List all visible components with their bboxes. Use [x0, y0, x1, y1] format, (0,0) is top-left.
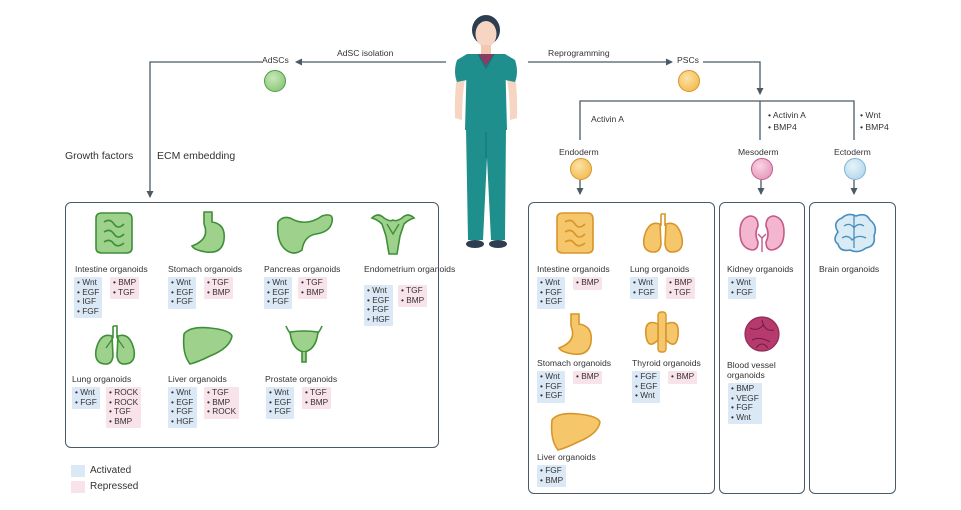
liver-icon: [550, 412, 601, 451]
organoid-name: Lung organoids: [72, 374, 132, 384]
activated-factors: • Wnt • FGF • EGF: [537, 277, 566, 309]
pscs-down-arrow: [703, 61, 764, 95]
organoid-name: Brain organoids: [819, 264, 880, 274]
repressed-factors: • BMP • TGF: [110, 277, 140, 300]
scientist-figure: [454, 15, 518, 248]
prostate-icon: [285, 325, 323, 363]
repressed-factors: • BMP • TGF: [666, 277, 696, 300]
reprogramming-label: Reprogramming: [548, 48, 610, 58]
activated-factors: • FGF • EGF • Wnt: [632, 371, 661, 403]
pscs-label: PSCs: [677, 55, 699, 65]
kidney-icon: [739, 215, 785, 252]
thyroid-icon: [644, 311, 680, 353]
brain-icon: [834, 213, 877, 253]
organoid-name: Liver organoids: [168, 374, 227, 384]
activated-factors: • Wnt • EGF • FGF: [168, 277, 197, 309]
uterus-icon: [370, 214, 416, 255]
activated-factors: • Wnt • EGF • FGF • HGF: [364, 285, 393, 327]
repressed-factors: • ROCK • ROCK • TGF • BMP: [106, 387, 142, 429]
growth-factors-label: Growth factors: [65, 150, 134, 162]
activated-factors: • Wnt • FGF • EGF: [537, 371, 566, 403]
activated-factors: • Wnt • FGF: [72, 387, 100, 410]
pscs-cell-icon: [678, 70, 700, 92]
ectoderm-factor-2: • BMP4: [860, 122, 889, 132]
organoid-name: Blood vessel: [727, 360, 776, 370]
repressed-factors: • BMP: [573, 277, 603, 290]
repressed-factors: • TGF • BMP • ROCK: [204, 387, 240, 419]
adscs-label: AdSCs: [262, 55, 289, 65]
legend-repressed-swatch: [71, 481, 85, 493]
organoid-name: Stomach organoids: [537, 358, 612, 368]
adsc-isolation-label: AdSC isolation: [337, 48, 394, 58]
adscs-to-adult-arrow: [146, 61, 262, 198]
activated-factors: • Wnt • EGF • IGF • FGF: [74, 277, 103, 319]
organoid-name: Intestine organoids: [75, 264, 148, 274]
repressed-factors: • TGF • BMP: [204, 277, 234, 300]
legend-repressed-label: Repressed: [90, 481, 139, 492]
legend-activated-swatch: [71, 465, 85, 477]
intestine-icon: [556, 212, 594, 254]
mesoderm-factor-2: • BMP4: [768, 122, 797, 132]
ectoderm-label: Ectoderm: [834, 147, 871, 157]
organoid-name: Intestine organoids: [537, 264, 610, 274]
ectoderm-organoids-panel: [809, 202, 896, 494]
repressed-factors: • TGF • BMP: [398, 285, 428, 308]
organoid-name: Stomach organoids: [168, 264, 243, 274]
blood-vessel-icon: [744, 316, 780, 352]
organoid-name: Lung organoids: [630, 264, 690, 274]
liver-icon: [182, 326, 233, 365]
pancreas-icon: [276, 214, 334, 254]
lung-icon: [642, 213, 684, 253]
legend-activated-label: Activated: [90, 465, 132, 476]
activated-factors: • Wnt • FGF: [630, 277, 658, 300]
organoid-name: Prostate organoids: [265, 374, 338, 384]
activated-factors: • BMP • VEGF • FGF • Wnt: [728, 383, 762, 425]
branch-bar: [579, 100, 855, 140]
organoid-name: organoids: [727, 370, 765, 380]
stomach-icon: [557, 313, 593, 356]
repressed-factors: • BMP: [573, 371, 603, 384]
activated-factors: • Wnt • EGF • FGF: [264, 277, 293, 309]
adscs-cell-icon: [264, 70, 286, 92]
ectoderm-cell-icon: [844, 158, 866, 180]
activated-factors: • Wnt • FGF: [728, 277, 756, 300]
endoderm-factor-label: Activin A: [591, 114, 624, 124]
ectoderm-factor-1: • Wnt: [860, 110, 881, 120]
activated-factors: • FGF • BMP: [537, 465, 567, 488]
repressed-factors: • TGF • BMP: [302, 387, 332, 410]
lung-icon: [94, 325, 136, 365]
mesoderm-factor-1: • Activin A: [768, 110, 806, 120]
organoid-name: Thyroid organoids: [632, 358, 701, 368]
organoid-name: Kidney organoids: [727, 264, 794, 274]
activated-factors: • Wnt • EGF • FGF • HGF: [168, 387, 197, 429]
repressed-factors: • BMP: [668, 371, 698, 384]
endoderm-cell-icon: [570, 158, 592, 180]
activated-factors: • Wnt • EGF • FGF: [266, 387, 295, 419]
stomach-icon: [190, 211, 226, 254]
organoid-name: Endometrium organoids: [364, 264, 456, 274]
organoid-name: Liver organoids: [537, 452, 596, 462]
ecm-embedding-label: ECM embedding: [157, 150, 236, 162]
endoderm-label: Endoderm: [559, 147, 599, 157]
organoid-name: Pancreas organoids: [264, 264, 341, 274]
mesoderm-label: Mesoderm: [738, 147, 779, 157]
repressed-factors: • TGF • BMP: [298, 277, 328, 300]
mesoderm-cell-icon: [751, 158, 773, 180]
intestine-icon: [95, 212, 133, 254]
